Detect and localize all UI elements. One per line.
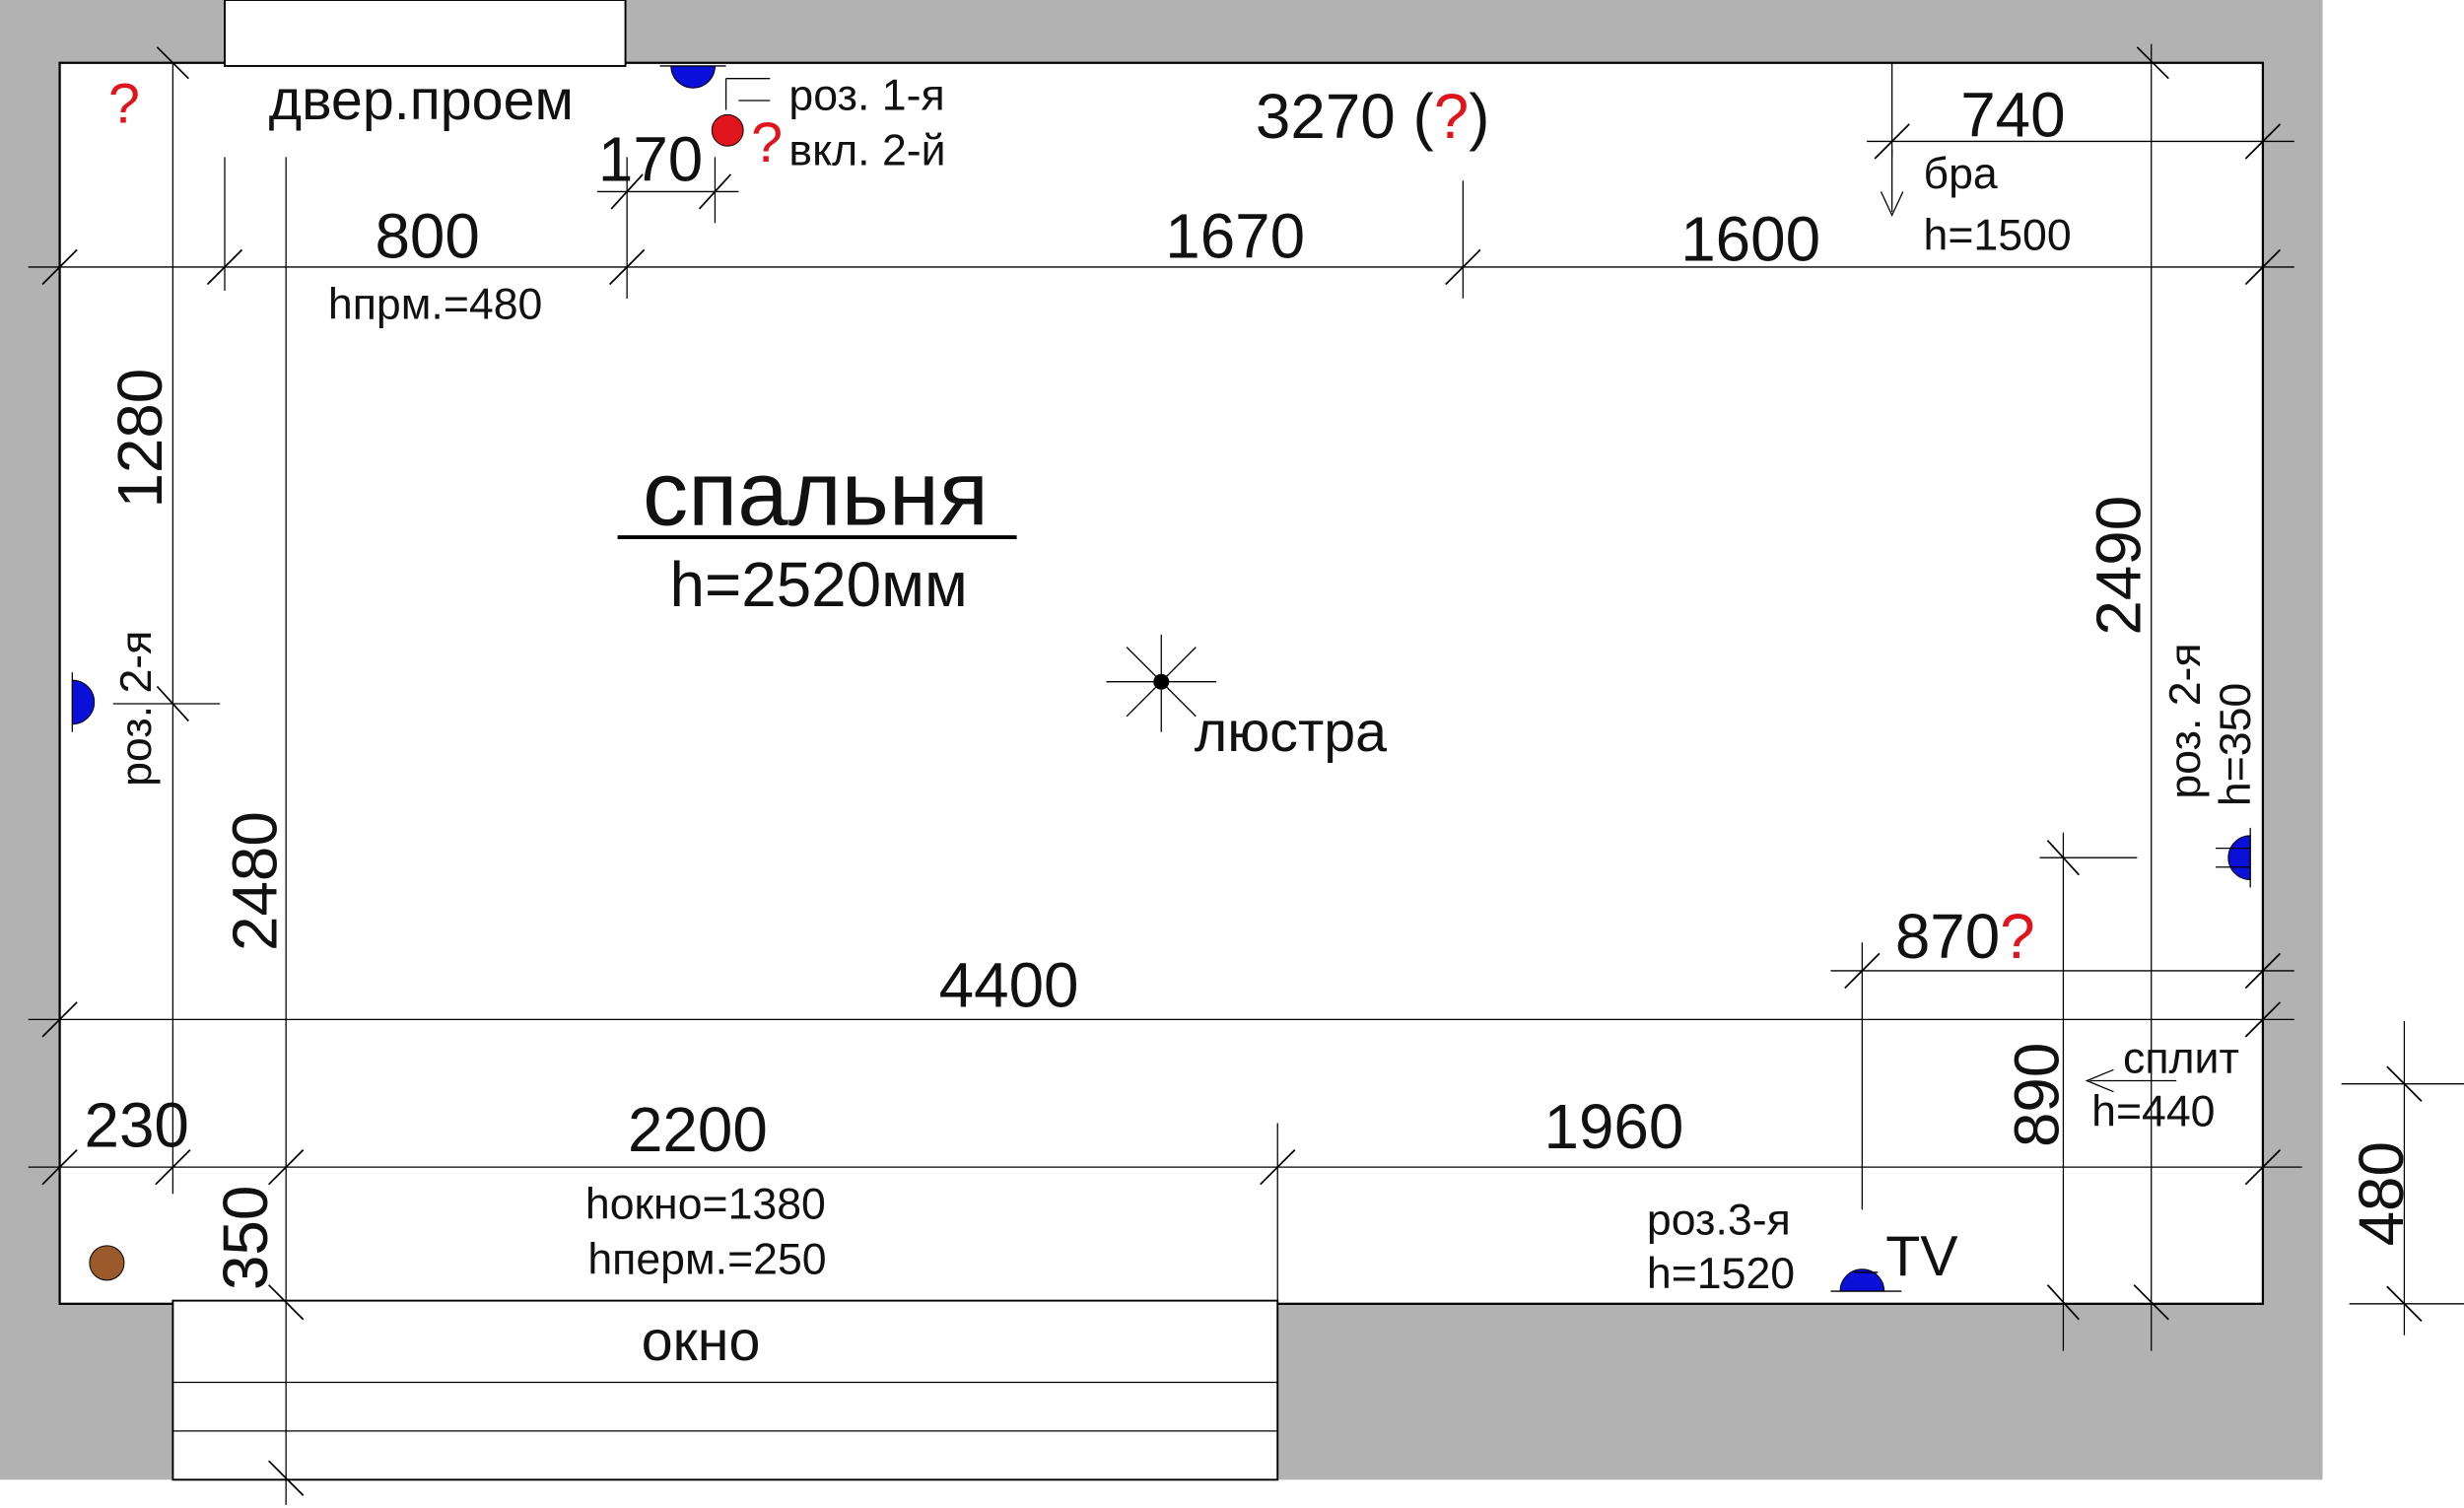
dim-480: 480 bbox=[2346, 1141, 2417, 1246]
room-name: спальня bbox=[643, 442, 989, 544]
sconce-label: бра bbox=[1924, 150, 1998, 198]
dim-870: 870? bbox=[1895, 901, 2035, 972]
socket-top-icon bbox=[670, 65, 716, 89]
socket-left-label: роз. 2-я bbox=[112, 631, 161, 787]
tick bbox=[156, 685, 189, 722]
dim-1600: 1600 bbox=[1680, 204, 1820, 275]
tick bbox=[609, 248, 646, 286]
tick bbox=[2046, 840, 2081, 876]
room-title-group: спальня h=2520мм bbox=[617, 442, 1017, 620]
tick bbox=[41, 1001, 78, 1038]
tick bbox=[2244, 1149, 2282, 1186]
dim-top-total-close: ) bbox=[1469, 81, 1489, 152]
tick bbox=[1874, 123, 1910, 160]
socket-tv-icon bbox=[1839, 1268, 1885, 1292]
tick bbox=[1844, 952, 1881, 990]
switch-icon bbox=[711, 113, 744, 147]
tick bbox=[2386, 1065, 2423, 1102]
dim-230: 230 bbox=[85, 1089, 189, 1160]
tick bbox=[2244, 952, 2282, 990]
tick bbox=[268, 1284, 305, 1321]
dim-4400: 4400 bbox=[939, 950, 1079, 1021]
dim-350: 350 bbox=[210, 1186, 281, 1290]
tick bbox=[1260, 1149, 1296, 1186]
switch-label: вкл. 2-й bbox=[788, 126, 945, 174]
tick bbox=[206, 248, 243, 286]
dim-1670: 1670 bbox=[1165, 200, 1305, 271]
dim-top-total: 3270 (?) bbox=[1256, 81, 1490, 152]
dim-170: 170 bbox=[598, 123, 703, 194]
tick bbox=[2386, 1285, 2423, 1322]
socket-top-label: роз. 1-я bbox=[788, 72, 944, 120]
socket-right-icon bbox=[2227, 835, 2251, 880]
doorway-opening bbox=[224, 0, 627, 67]
tv-socket-height: h=1520 bbox=[1647, 1250, 1795, 1298]
tick bbox=[268, 1149, 305, 1186]
tick bbox=[2046, 1284, 2081, 1321]
room-height: h=2520мм bbox=[670, 549, 968, 620]
dim-870-question: ? bbox=[2000, 901, 2034, 972]
tv-socket-label: роз.3-я bbox=[1647, 1197, 1791, 1245]
chandelier-label: люстра bbox=[1195, 701, 1387, 764]
doorway-height: hпрм.=480 bbox=[328, 281, 542, 329]
socket-right-height: h=350 bbox=[2212, 683, 2260, 806]
tick bbox=[2136, 46, 2169, 80]
dim-1960: 1960 bbox=[1544, 1091, 1684, 1162]
socket-right-label: роз. 2-я bbox=[2161, 643, 2210, 798]
dim-870-value: 870 bbox=[1895, 901, 2000, 972]
fixtures bbox=[71, 65, 2251, 1292]
tick bbox=[156, 46, 189, 80]
dimension-lines bbox=[28, 43, 2464, 1505]
chandelier-icon bbox=[1106, 634, 1217, 732]
tick bbox=[610, 173, 644, 210]
dimension-values: 3270 (?) 740 170 800 1670 1600 1280 2480… bbox=[85, 80, 2417, 1290]
dim-2200: 2200 bbox=[628, 1094, 768, 1165]
switch-question: ? bbox=[751, 111, 783, 174]
dim-800: 800 bbox=[375, 200, 479, 271]
dimension-ticks bbox=[41, 46, 2423, 1496]
dim-890: 890 bbox=[2002, 1043, 2073, 1147]
sconce-height: h=1500 bbox=[1924, 211, 2072, 259]
tick bbox=[2244, 123, 2282, 160]
window-label: окно bbox=[642, 1310, 761, 1373]
tick bbox=[2133, 1284, 2169, 1321]
tick bbox=[2244, 1001, 2282, 1038]
tick bbox=[1445, 248, 1481, 286]
split-arrow-head bbox=[2085, 1068, 2114, 1093]
tv-label: TV bbox=[1885, 1225, 1958, 1288]
dim-top-total-open: 3270 ( bbox=[1256, 81, 1434, 152]
tick bbox=[155, 1149, 191, 1186]
doorway-label: двер.проем bbox=[269, 69, 574, 132]
dim-2490: 2490 bbox=[2084, 496, 2155, 636]
doorway-question: ? bbox=[108, 72, 140, 135]
tick bbox=[698, 173, 732, 210]
arrows bbox=[1880, 149, 2177, 1093]
tick bbox=[2244, 248, 2282, 286]
dim-2480: 2480 bbox=[220, 811, 291, 951]
split-height: h=440 bbox=[2091, 1088, 2215, 1136]
dim-top-total-question: ? bbox=[1434, 81, 1469, 152]
split-label: сплит bbox=[2123, 1035, 2239, 1083]
window-sill-height: hперм.=250 bbox=[587, 1236, 826, 1284]
pipe-icon bbox=[89, 1245, 125, 1281]
window-height: hокно=1380 bbox=[585, 1181, 826, 1229]
window-opening bbox=[171, 1299, 1279, 1481]
dim-740: 740 bbox=[1960, 80, 2065, 151]
dim-1280: 1280 bbox=[104, 369, 175, 509]
tick bbox=[268, 1460, 305, 1496]
tick bbox=[41, 1149, 78, 1186]
tick bbox=[41, 248, 78, 286]
socket-left-icon bbox=[71, 679, 96, 725]
sconce-arrow-head bbox=[1880, 191, 1904, 217]
labels: ? двер.проем hпрм.=480 роз. 1-я вкл. 2-й… bbox=[108, 69, 2260, 1373]
